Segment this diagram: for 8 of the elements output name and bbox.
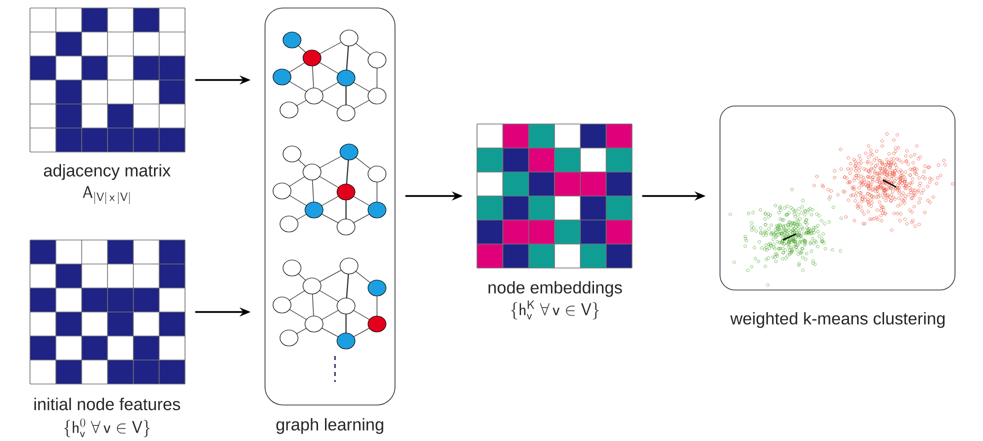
node-label: adjacency matrix <box>44 164 171 180</box>
formula-label: $\mathsf{A}_{|\mathsf{V}|\,\mathsf{x}\,|\mathsf{V}|}$ <box>82 186 130 204</box>
node-label: initial node features <box>34 398 180 410</box>
formula-label: $\{\mathsf{h}^{0}_{\mathsf{v}}\ \forall\, \mathsf{v} \in \mathsf{V}\}$ <box>64 418 150 438</box>
node-label: graph learning <box>276 418 384 434</box>
node-label: node embeddings <box>488 281 622 297</box>
node-label: weighted k-means clustering <box>730 312 945 328</box>
formula-label: $\{\mathsf{h}^{\mathsf{K}}_{\mathsf{v}}\ \forall\, \mathsf{v} \in \mathsf{V}\}$ <box>511 300 599 320</box>
